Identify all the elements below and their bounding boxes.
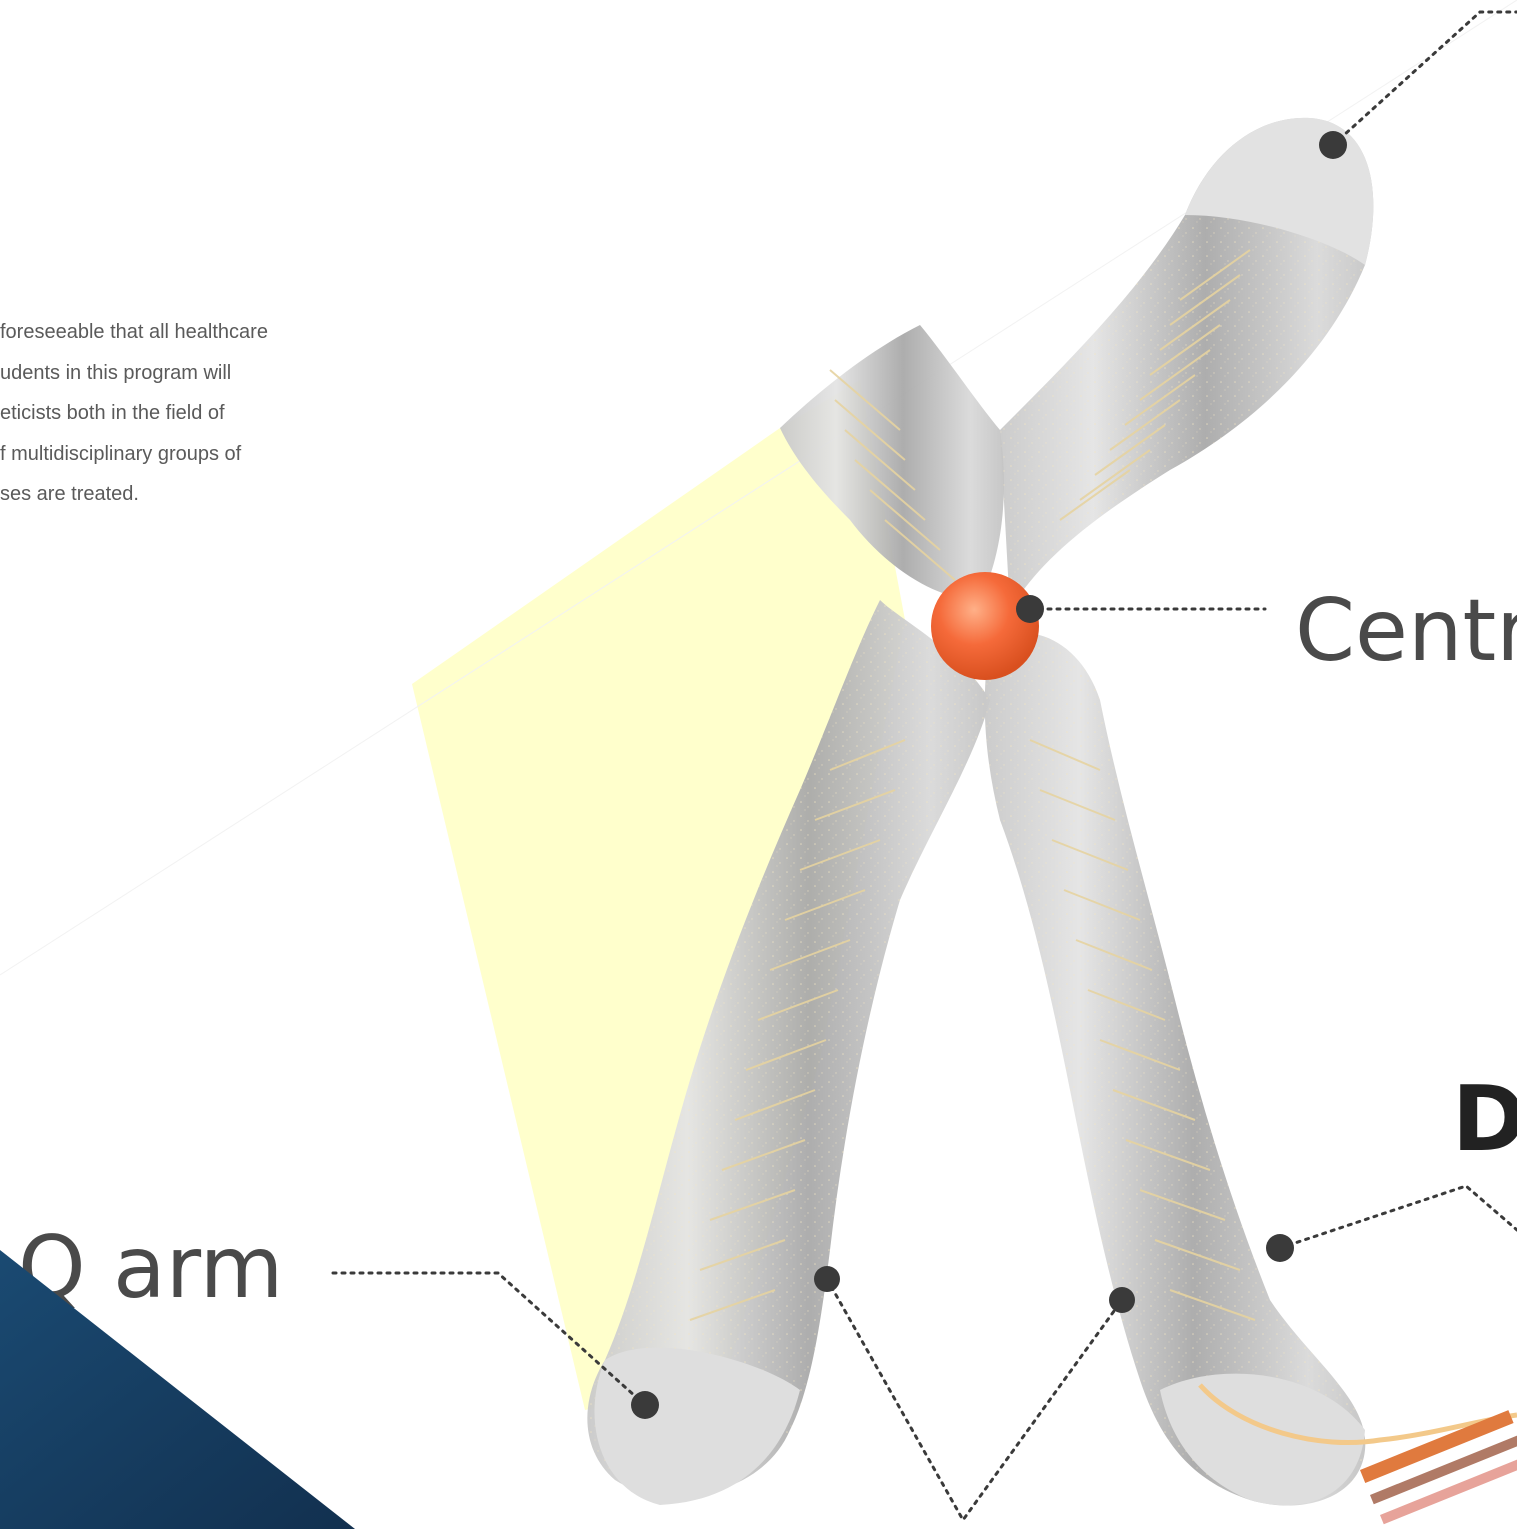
top-pointer-line <box>1333 12 1517 145</box>
intro-paragraph: foreseeable that all healthcare udents i… <box>0 312 360 515</box>
dna-helix-rungs <box>1360 1410 1517 1524</box>
centromere-pointer-dot <box>1016 595 1044 623</box>
right-chromatid-pointer-dot <box>1109 1287 1135 1313</box>
intro-line: f multidisciplinary groups of <box>0 434 360 475</box>
intro-line: eticists both in the field of <box>0 393 360 434</box>
left-chromatid-pointer-dot <box>814 1266 840 1292</box>
intro-line: ses are treated. <box>0 474 360 515</box>
dna-pointer-line <box>1280 1186 1517 1248</box>
q-arm-pointer-dot <box>631 1391 659 1419</box>
intro-line: udents in this program will <box>0 353 360 394</box>
dna-pointer-dot <box>1266 1234 1294 1262</box>
top-pointer-dot <box>1319 131 1347 159</box>
sister-chromatid-pointer-line <box>827 1279 1122 1520</box>
dna-label: D <box>1452 1067 1517 1172</box>
intro-line: foreseeable that all healthcare <box>0 312 360 353</box>
centromere-bead <box>931 572 1039 680</box>
centromere-label: Centr <box>1295 581 1517 681</box>
